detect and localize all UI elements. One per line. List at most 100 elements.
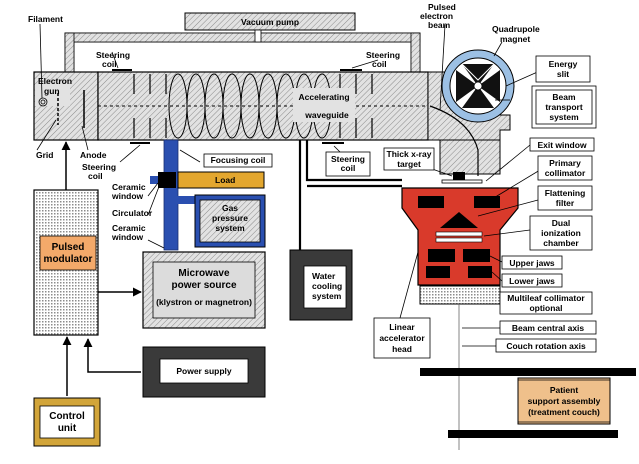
thick-xray-label-2: target <box>397 159 421 169</box>
linac-head-label-2: accelerator <box>379 333 425 343</box>
upper-jaw-right <box>463 249 490 262</box>
water-cooling-system: Water cooling system <box>289 140 402 321</box>
lower-jaw-right <box>468 266 492 278</box>
flattening-filter-cone <box>440 212 478 228</box>
microwave-power-source: Microwave power source (klystron or magn… <box>142 251 266 329</box>
control-unit: Control unit <box>33 397 101 447</box>
load-label: Load <box>215 175 235 185</box>
flattening-filter-label-1: Flattening <box>545 188 586 198</box>
patient-support-label-2: support assembly <box>528 396 601 406</box>
quadrupole-label-2: magnet <box>500 34 530 44</box>
flattening-filter-label-2: filter <box>556 198 575 208</box>
energy-slit-label-2: slit <box>557 69 569 79</box>
steering-coil-l-label-1: Steering <box>82 162 116 172</box>
power-supply: Power supply <box>142 346 266 398</box>
circulator-block <box>158 172 176 188</box>
ceramic-window-2-label-b: window <box>111 232 144 242</box>
patient-support-label-1: Patient <box>550 385 579 395</box>
electron-gun-label-2: gun <box>44 86 60 96</box>
ceramic-window-1-label-b: window <box>111 191 144 201</box>
accelerating-label-2: waveguide <box>304 110 349 120</box>
microwave-label-1: Microwave <box>178 268 230 279</box>
steering-coil-tr-label-2: coil <box>372 59 387 69</box>
exit-window-bar <box>441 179 483 184</box>
grid-label: Grid <box>36 150 53 160</box>
electron-gun: Electron gun <box>33 71 99 141</box>
pulsed-beam-label-3: beam <box>428 20 451 30</box>
vacuum-pump: Vacuum pump <box>184 12 356 31</box>
beam-transport-label-3: system <box>549 112 579 122</box>
pulsed-beam-label-1: Pulsed <box>428 2 456 12</box>
steering-coil-b-label-2: coil <box>341 163 356 173</box>
electron-gun-label-1: Electron <box>38 76 72 86</box>
steering-coil-tl-label-2: coil <box>102 59 117 69</box>
dual-ion-label-3: chamber <box>543 238 579 248</box>
quadrupole-label-1: Quadrupole <box>492 24 540 34</box>
water-cooling-label-1: Water <box>312 271 336 281</box>
lower-jaw-left <box>426 266 450 278</box>
vacuum-pump-label: Vacuum pump <box>241 17 299 27</box>
beam-transport-label-1: Beam <box>552 92 576 102</box>
upper-jaws-label: Upper jaws <box>509 258 555 268</box>
beam-transport-label-2: transport <box>545 102 582 112</box>
dual-ion-label-2: ionization <box>541 228 581 238</box>
ceramic-window-2-label-a: Ceramic <box>112 223 146 233</box>
callout-lines <box>36 23 543 347</box>
dual-ion-label-1: Dual <box>552 218 570 228</box>
pulsed-modulator-label-2: modulator <box>44 254 93 265</box>
gas-pressure-label-1: Gas <box>222 203 238 213</box>
primary-collimator-label-1: Primary <box>549 158 581 168</box>
steering-coil-l-label-2: coil <box>88 171 103 181</box>
microwave-label-3: (klystron or magnetron) <box>156 297 252 307</box>
control-unit-label-1: Control <box>49 411 85 422</box>
couch-rotation-axis-label: Couch rotation axis <box>506 341 586 351</box>
primary-collimator-label-2: collimator <box>545 168 586 178</box>
water-cooling-label-2: cooling <box>312 281 342 291</box>
linac-head-label-3: head <box>392 344 412 354</box>
gas-pressure-label-3: system <box>215 223 245 233</box>
steering-coil-tl-label-1: Steering <box>96 50 130 60</box>
filament-label: Filament <box>28 14 63 24</box>
steering-coil-b-label-1: Steering <box>331 154 365 164</box>
pulsed-modulator: Pulsed modulator <box>33 189 99 336</box>
multileaf-collimator <box>419 285 501 305</box>
linac-head <box>401 187 519 305</box>
ionization-chamber-2 <box>435 237 483 243</box>
primary-collimator-left <box>418 196 444 208</box>
upper-jaw-left <box>428 249 455 262</box>
ionization-chamber-1 <box>435 231 483 237</box>
energy-slit-label-1: Energy <box>549 59 578 69</box>
pulsed-modulator-label-1: Pulsed <box>52 242 85 253</box>
multileaf-label-2: optional <box>529 303 562 313</box>
gas-pressure-label-2: pressure <box>212 213 248 223</box>
ceramic-window-1-label-a: Ceramic <box>112 182 146 192</box>
circulator-label: Circulator <box>112 208 153 218</box>
load: Load <box>177 171 265 189</box>
thick-xray-target <box>441 172 483 184</box>
exit-window-label: Exit window <box>537 140 587 150</box>
lower-jaws-label: Lower jaws <box>509 276 555 286</box>
quadrupole-magnet-poles <box>456 64 500 108</box>
vacuum-manifold <box>64 29 421 74</box>
water-cooling-label-3: system <box>312 291 342 301</box>
beam-central-axis-label: Beam central axis <box>512 323 585 333</box>
focusing-coil-label: Focusing coil <box>211 155 266 165</box>
accelerating-waveguide: Accelerating waveguide <box>97 69 429 144</box>
microwave-label-2: power source <box>171 280 236 291</box>
primary-collimator-right <box>474 196 500 208</box>
anode-label: Anode <box>80 150 107 160</box>
multileaf-label-1: Multileaf collimator <box>507 293 585 303</box>
connection-arrows <box>61 141 142 396</box>
patient-support-label-3: (treatment couch) <box>528 407 600 417</box>
patient-support-assembly: Patient support assembly (treatment couc… <box>420 368 636 438</box>
filament-coil-icon <box>38 97 48 107</box>
steering-coil-tr-label-1: Steering <box>366 50 400 60</box>
pulsed-beam-label-2: electron <box>420 11 453 21</box>
thick-xray-label-1: Thick x-ray <box>387 149 432 159</box>
labels: Filament Pulsed electron beam Quadrupole… <box>28 2 597 359</box>
linac-head-label-1: Linear <box>389 322 415 332</box>
gas-pressure-system: Gas pressure system <box>199 199 261 243</box>
beam-transport-system <box>427 49 515 176</box>
